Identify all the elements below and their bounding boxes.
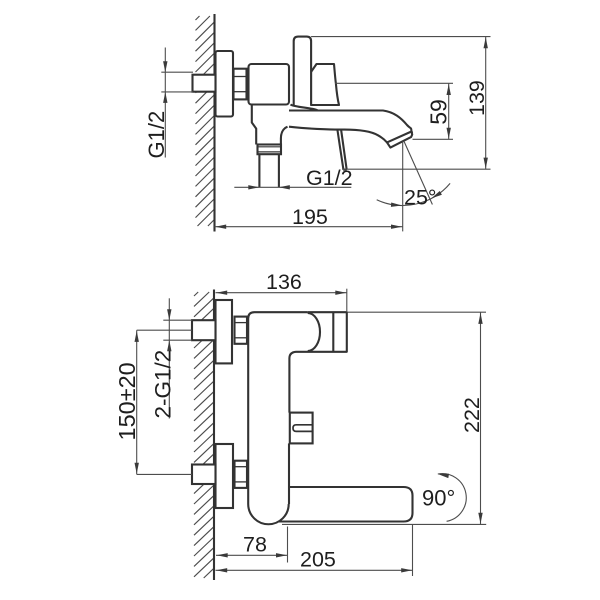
svg-text:150±20: 150±20: [114, 362, 140, 440]
svg-text:195: 195: [292, 205, 328, 229]
svg-text:78: 78: [243, 533, 267, 557]
svg-text:G1/2: G1/2: [144, 111, 169, 159]
svg-text:205: 205: [300, 548, 336, 572]
svg-text:136: 136: [266, 270, 302, 294]
svg-text:139: 139: [465, 80, 489, 116]
svg-text:25°: 25°: [404, 186, 437, 210]
svg-text:2-G1/2: 2-G1/2: [151, 350, 176, 419]
svg-text:222: 222: [460, 397, 484, 433]
svg-text:G1/2: G1/2: [306, 166, 353, 190]
svg-text:59: 59: [426, 99, 452, 125]
svg-text:90°: 90°: [422, 486, 455, 511]
